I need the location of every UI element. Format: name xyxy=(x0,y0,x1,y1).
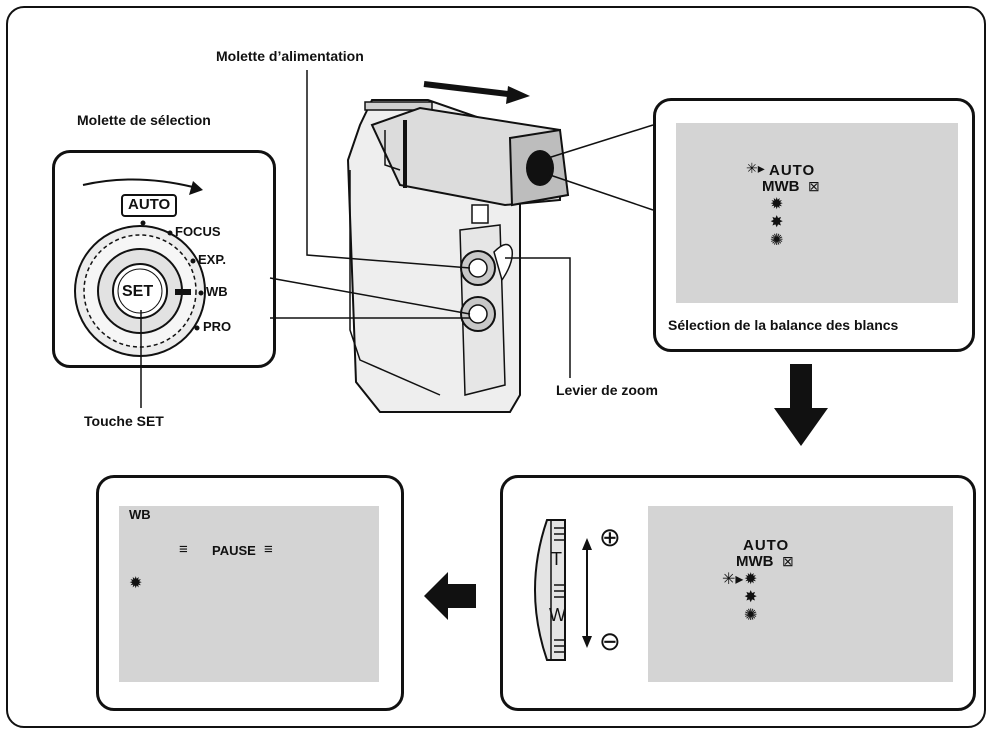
pause-screen-panel: WB ≡ PAUSE ≡ ✹ xyxy=(96,475,404,711)
mwb-icon: ⊠ xyxy=(808,178,820,194)
plus-icon: ⊕ xyxy=(599,522,621,552)
position-dots xyxy=(140,220,204,331)
power-dial-label: Molette d’alimentation xyxy=(216,48,364,64)
sun-icon: ✹ xyxy=(770,196,784,213)
outer-frame xyxy=(6,6,986,728)
wb-header: WB xyxy=(129,507,151,522)
tungsten-icon: ✸ xyxy=(770,214,784,231)
fluorescent-icon: ✺ xyxy=(744,607,758,624)
wb-selection-panel: ✳▸ AUTO MWB ⊠ ✹ ✸ ✺ Sélection de la bala… xyxy=(653,98,975,352)
zoom-adjust-panel: T W ⊕ ⊖ AUTO MWB ⊠ ✳▸ ✹ ✸ ✺ xyxy=(500,475,976,711)
mwb-icon: ⊠ xyxy=(782,553,794,569)
mode-dial-drawing xyxy=(74,178,206,357)
menu-item-auto: AUTO xyxy=(743,537,790,554)
dial-panel: AUTO FOCUS EXP. WB PRO SET xyxy=(52,150,276,368)
lcd-screen-bottom-left: WB ≡ PAUSE ≡ ✹ xyxy=(119,506,379,682)
sun-icon: ✹ xyxy=(129,575,143,592)
exp-position-label: EXP. xyxy=(198,252,226,267)
sun-icon: ✹ xyxy=(744,571,758,588)
lcd-screen-bottom-right: AUTO MWB ⊠ ✳▸ ✹ ✸ ✺ xyxy=(648,506,953,682)
rotate-arrow-icon xyxy=(189,181,203,195)
cursor-icon: ✳▸ xyxy=(746,160,765,176)
focus-position-label: FOCUS xyxy=(175,224,221,239)
cursor-icon: ✳▸ xyxy=(722,571,744,588)
select-dial-label: Molette de sélection xyxy=(77,112,211,128)
pause-bars-left: ≡ xyxy=(179,541,188,558)
pause-text: PAUSE xyxy=(212,543,256,558)
set-button[interactable]: SET xyxy=(122,283,154,300)
wb-selection-label: Sélection de la balance des blancs xyxy=(668,317,899,333)
zoom-letter-w: W xyxy=(549,605,566,625)
zoom-letter-t: T xyxy=(551,549,562,569)
menu-item-mwb: MWB xyxy=(762,178,800,195)
pro-position-label: PRO xyxy=(203,319,232,334)
lcd-screen-top: ✳▸ AUTO MWB ⊠ ✹ ✸ ✺ xyxy=(676,123,958,303)
left-arrow-icon xyxy=(424,572,448,620)
pause-bars-right: ≡ xyxy=(264,541,273,558)
fluorescent-icon: ✺ xyxy=(770,232,784,249)
wb-position-label: WB xyxy=(206,284,228,299)
auto-position-label: AUTO xyxy=(121,194,178,217)
menu-item-mwb: MWB xyxy=(736,553,774,570)
menu-item-auto: AUTO xyxy=(769,162,816,179)
push-arrow-icon xyxy=(506,86,530,104)
minus-icon: ⊖ xyxy=(599,626,621,656)
set-button-label: Touche SET xyxy=(84,413,164,429)
zoom-lever-label: Levier de zoom xyxy=(556,382,658,398)
tungsten-icon: ✸ xyxy=(744,589,758,606)
zoom-lever-drawing xyxy=(534,519,592,661)
down-arrow-icon xyxy=(774,408,828,446)
